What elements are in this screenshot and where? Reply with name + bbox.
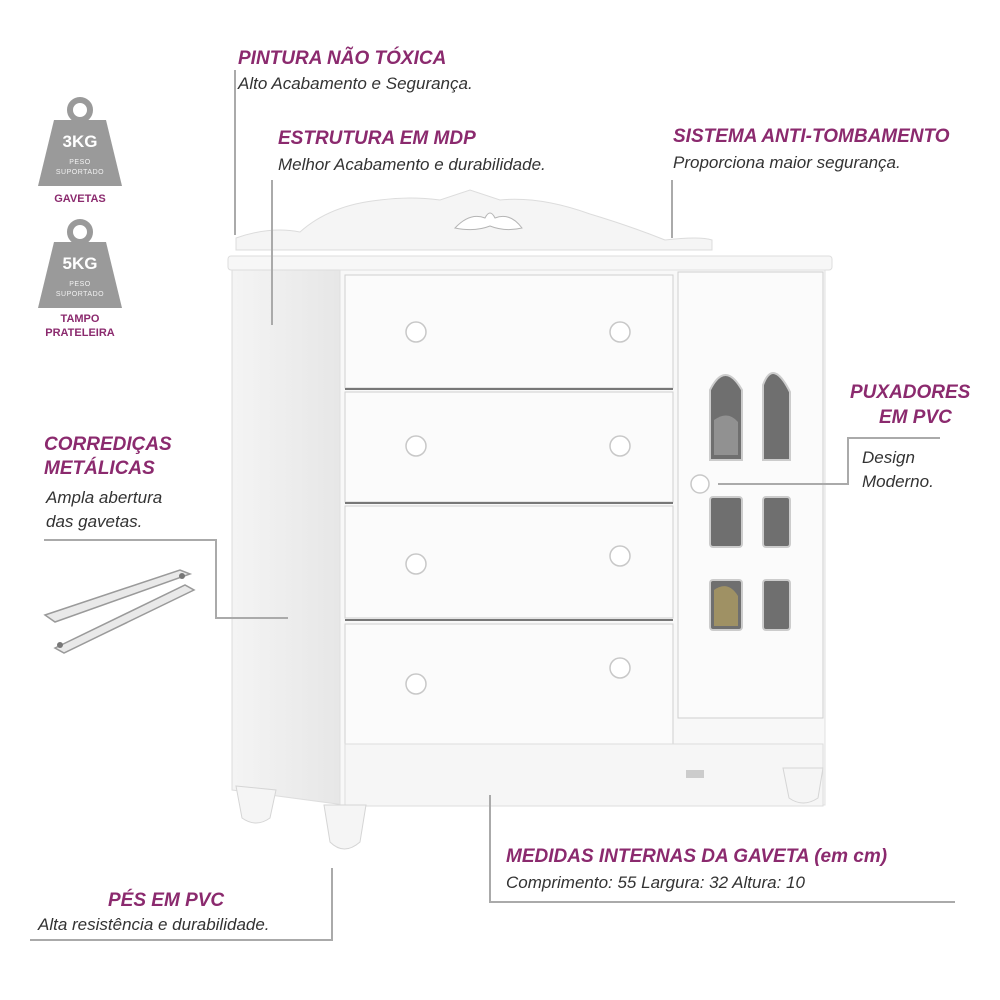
weight-caption-2: SUPORTADO (55, 291, 105, 298)
paint-text: Alto Acabamento e Segurança. (238, 74, 473, 93)
weight-caption-2: SUPORTADO (55, 169, 105, 176)
slides-title-1: CORREDIÇAS (44, 434, 172, 455)
side-panel (231, 269, 346, 806)
weight-badge-tampo: 5KG PESO SUPORTADO TAMPO PRATELEIRA (30, 218, 130, 343)
handles-text-1: Design (862, 448, 915, 467)
drawers (344, 274, 674, 745)
weight-label: TAMPO (60, 313, 100, 325)
weight-caption-1: PESO (69, 159, 91, 166)
weight-value: 3KG (62, 132, 98, 151)
slides-title-2: METÁLICAS (44, 458, 155, 479)
weight-icon (38, 97, 122, 186)
feet (235, 767, 824, 850)
weight-label-2: PRATELEIRA (45, 327, 115, 339)
door-knob (690, 474, 710, 494)
feet-text: Alta resistência e durabilidade. (38, 915, 270, 934)
anti-tip-title: SISTEMA ANTI-TOMBAMENTO (673, 126, 950, 147)
drawer (344, 623, 674, 745)
measures-title: MEDIDAS INTERNAS DA GAVETA (em cm) (506, 846, 888, 867)
measures-text: Comprimento: 55 Largura: 32 Altura: 10 (506, 873, 805, 892)
drawer-slide-rails (43, 569, 196, 654)
drawer-knobs (405, 321, 631, 695)
handles-text-2: Moderno. (862, 472, 934, 491)
cabinet-door (677, 271, 824, 719)
weight-value: 5KG (62, 254, 98, 273)
structure-text: Melhor Acabamento e durabilidade. (278, 155, 546, 174)
ornament (454, 212, 523, 231)
structure-title: ESTRUTURA EM MDP (278, 128, 476, 149)
handles-title-2: EM PVC (879, 407, 952, 428)
paint-title: PINTURA NÃO TÓXICA (238, 48, 447, 69)
slides-text-1: Ampla abertura (46, 488, 163, 507)
slides-text-2: das gavetas. (46, 512, 143, 531)
top-board (227, 255, 833, 271)
weight-label: GAVETAS (54, 193, 106, 205)
base-plinth (344, 743, 824, 807)
anti-tip-text: Proporciona maior segurança. (673, 153, 901, 172)
weight-icon (38, 219, 122, 308)
weight-caption-1: PESO (69, 281, 91, 288)
handles-title-1: PUXADORES (850, 382, 971, 403)
weight-badge-gavetas: 3KG PESO SUPORTADO GAVETAS (30, 96, 130, 211)
feet-title: PÉS EM PVC (108, 890, 225, 911)
